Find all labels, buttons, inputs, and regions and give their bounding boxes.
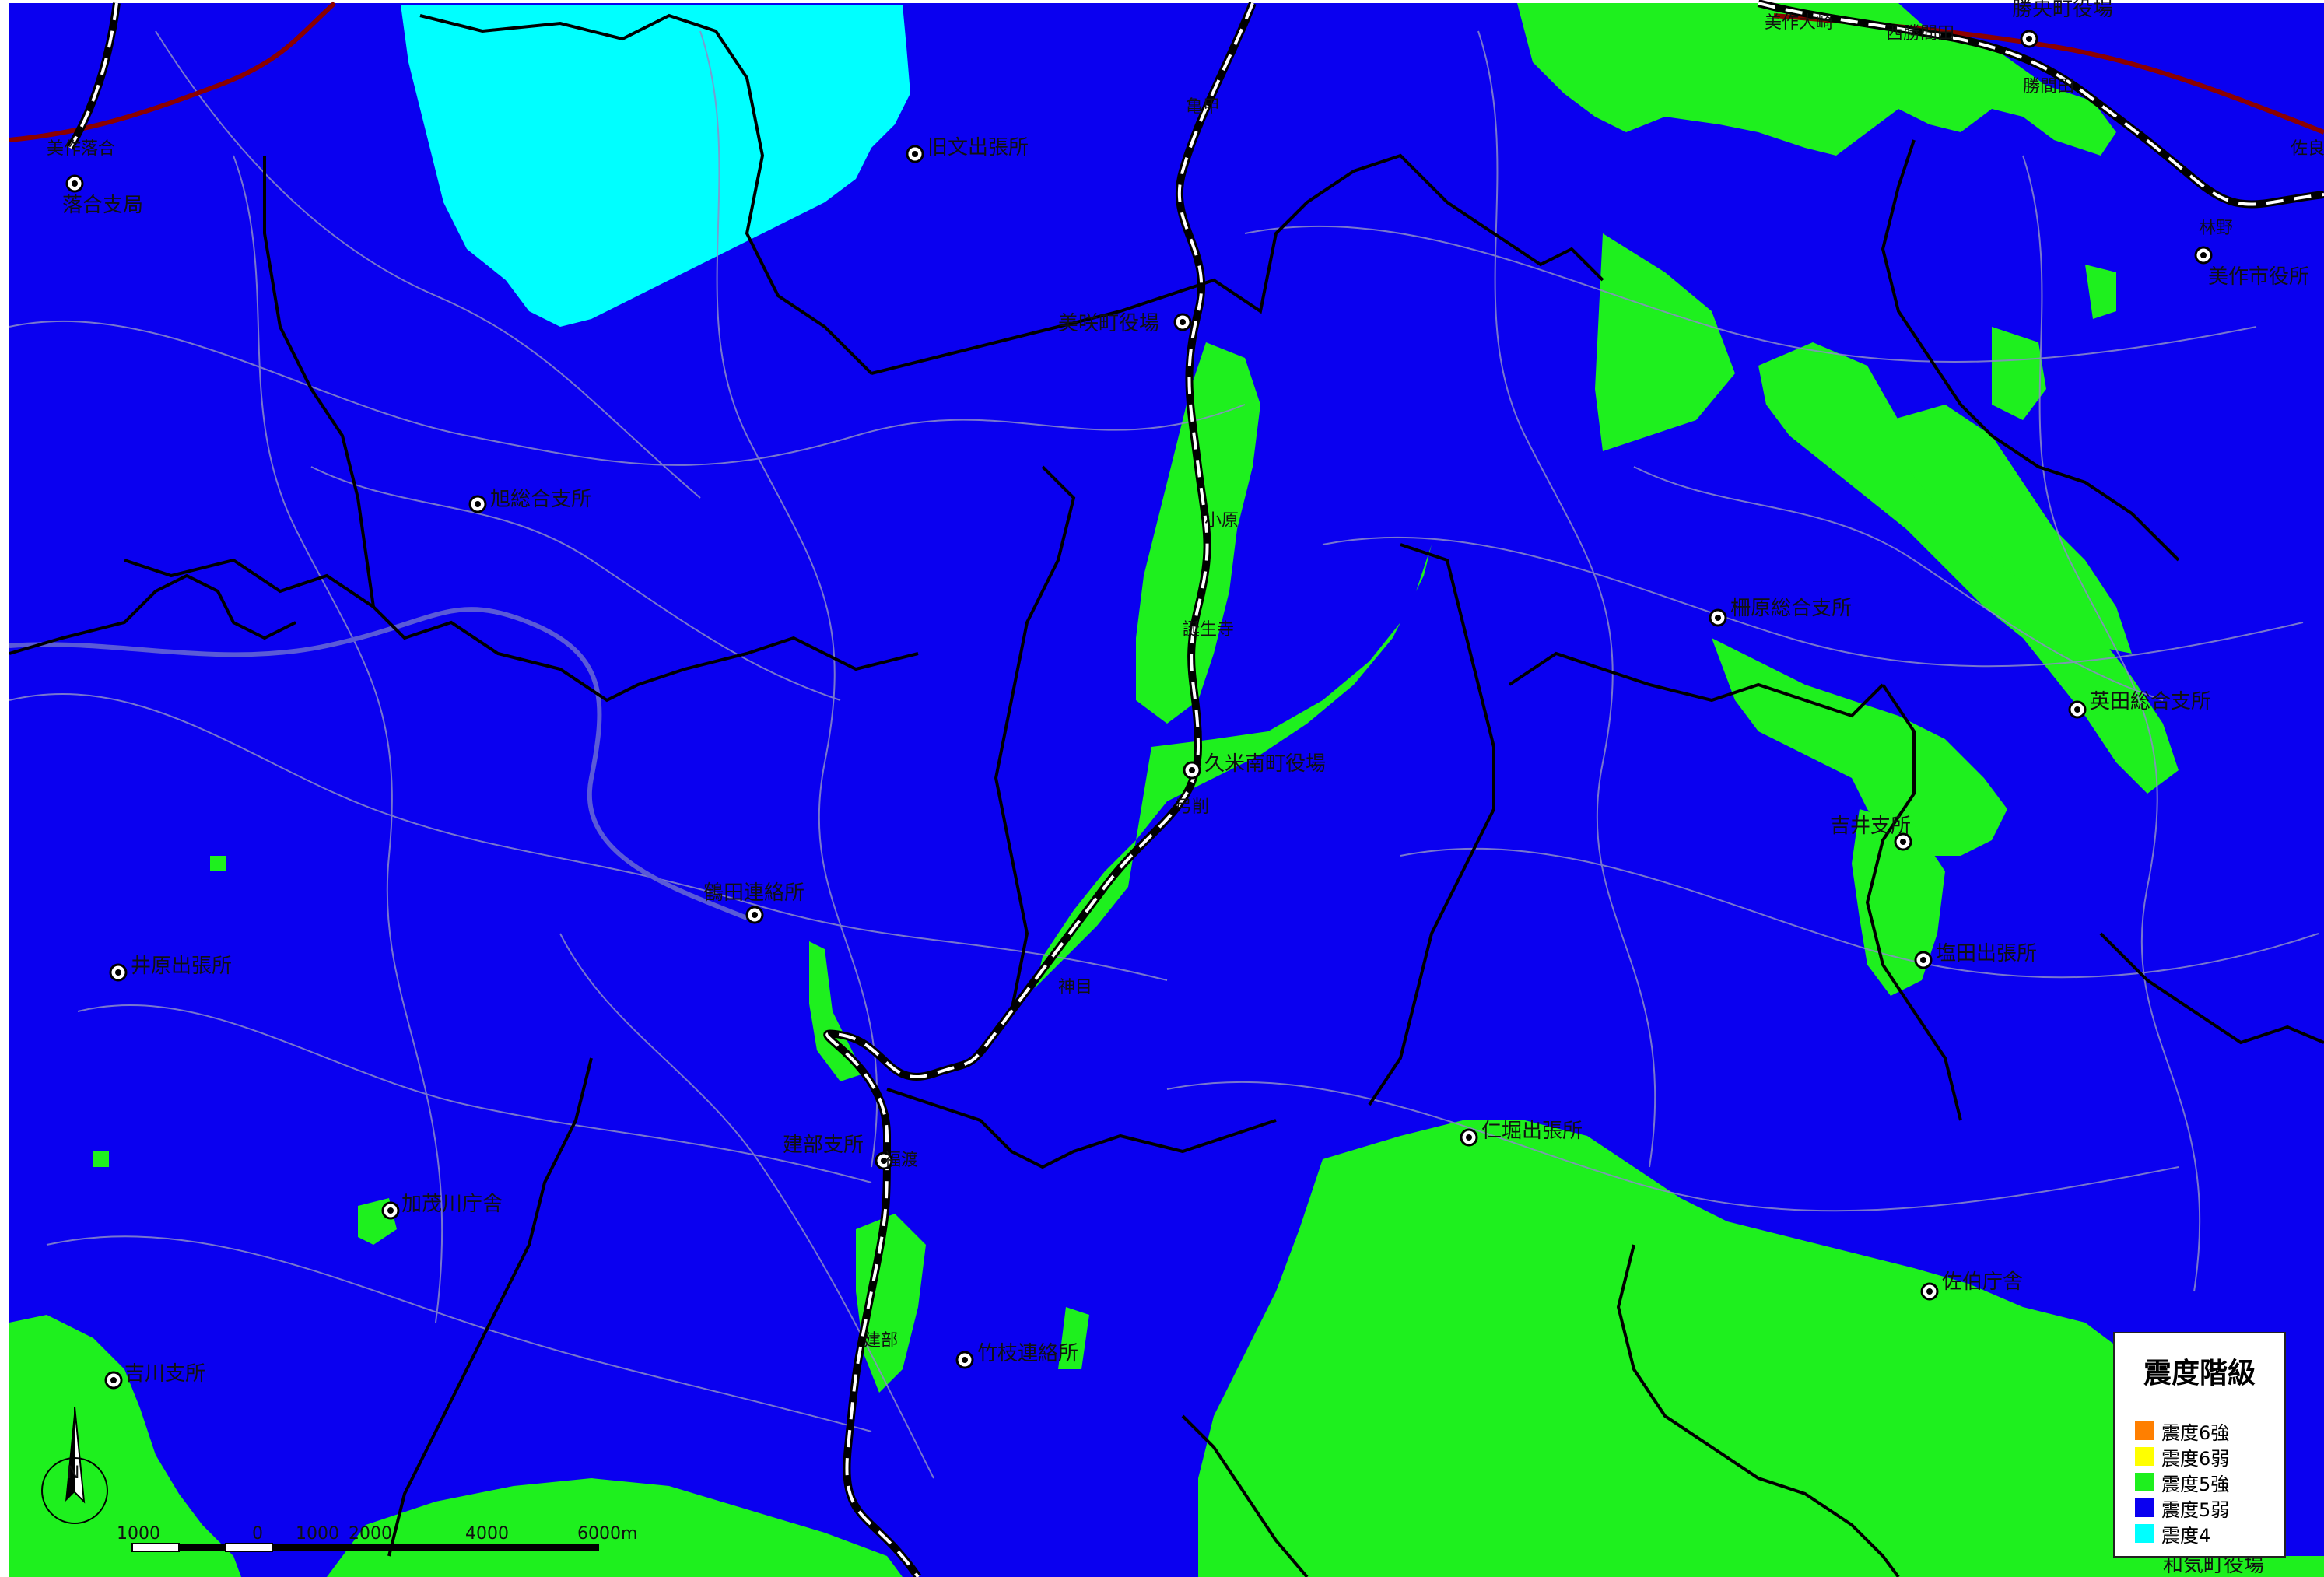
- svg-text:英田総合支所: 英田総合支所: [2090, 690, 2211, 713]
- svg-text:佐伯庁舎: 佐伯庁舎: [1942, 1270, 2023, 1294]
- place-nibori: 仁堀出張所: [1460, 1120, 1583, 1147]
- place-kumenan: 久米南町役場: [1183, 752, 1326, 780]
- railways: [66, 0, 2324, 1577]
- svg-text:2000: 2000: [349, 1524, 392, 1544]
- svg-text:勝央町役場: 勝央町役場: [2012, 0, 2113, 21]
- svg-text:吉川支所: 吉川支所: [124, 1362, 205, 1386]
- legend-item-shindo-5-weak: 震度5弱: [2135, 1496, 2229, 1521]
- north-arrow: N: [41, 1406, 108, 1524]
- svg-text:0: 0: [252, 1524, 263, 1544]
- svg-text:柵原総合支所: 柵原総合支所: [1730, 597, 1852, 620]
- svg-text:6000m: 6000m: [577, 1524, 637, 1544]
- svg-text:美作大崎: 美作大崎: [1765, 13, 1833, 33]
- station-labels: 美作落合 誕生寺 小原 弓削 神目 福渡 建部 亀甲 美作大崎 西勝間田 勝間田…: [47, 13, 2324, 1351]
- place-shoo: 勝央町役場: [2012, 0, 2113, 48]
- place-kikkawa: 吉川支所: [104, 1362, 205, 1390]
- place-ihara: 井原出張所: [109, 955, 232, 982]
- road-network: [9, 30, 2319, 1479]
- svg-text:1000: 1000: [296, 1524, 339, 1544]
- svg-text:加茂川庁舎: 加茂川庁舎: [401, 1193, 503, 1216]
- place-tsuruta: 鶴田連絡所: [703, 881, 804, 924]
- svg-text:建部: 建部: [864, 1331, 898, 1351]
- svg-text:仁堀出張所: 仁堀出張所: [1481, 1120, 1583, 1143]
- legend-title: 震度階級: [2143, 1358, 2256, 1390]
- svg-text:美作落合: 美作落合: [47, 139, 115, 159]
- svg-text:勝間田: 勝間田: [2023, 77, 2074, 96]
- svg-text:井原出張所: 井原出張所: [131, 955, 232, 978]
- svg-text:吉井支所: 吉井支所: [1830, 815, 1911, 838]
- svg-text:4000: 4000: [465, 1524, 509, 1544]
- svg-text:美作市役所: 美作市役所: [2208, 265, 2309, 289]
- place-yoshii: 吉井支所: [1830, 815, 1912, 851]
- svg-text:落合支局: 落合支局: [62, 194, 143, 217]
- municipal-boundaries: [9, 13, 2324, 1577]
- legend-item-shindo-5-strong: 震度5強: [2135, 1470, 2229, 1495]
- legend-swatch: [2135, 1447, 2154, 1466]
- svg-text:N: N: [67, 1463, 79, 1483]
- legend-swatch: [2135, 1524, 2154, 1543]
- svg-text:西勝間田: 西勝間田: [1886, 24, 1954, 44]
- place-shiota: 塩田出張所: [1914, 942, 2037, 969]
- svg-text:美咲町役場: 美咲町役場: [1058, 312, 1159, 335]
- svg-text:亀甲: 亀甲: [1186, 97, 1220, 117]
- svg-text:林野: 林野: [2199, 219, 2233, 238]
- svg-text:福渡: 福渡: [884, 1151, 918, 1170]
- svg-text:旧文出張所: 旧文出張所: [927, 136, 1029, 159]
- svg-text:鶴田連絡所: 鶴田連絡所: [703, 881, 804, 905]
- place-kyumon: 旧文出張所: [906, 136, 1029, 163]
- legend-swatch: [2135, 1473, 2154, 1491]
- svg-text:佐良山: 佐良山: [2291, 139, 2324, 159]
- legend-item-shindo-6-strong: 震度6強: [2135, 1419, 2229, 1444]
- place-misaki: 美咲町役場: [1058, 312, 1192, 335]
- place-aida: 英田総合支所: [2068, 690, 2211, 719]
- legend-swatch: [2135, 1498, 2154, 1517]
- svg-text:建部支所: 建部支所: [783, 1134, 864, 1157]
- svg-text:塩田出張所: 塩田出張所: [1936, 942, 2037, 965]
- place-takebe: 建部支所: [783, 1134, 893, 1170]
- svg-text:誕生寺: 誕生寺: [1183, 620, 1234, 640]
- river: [9, 607, 748, 920]
- place-saeki: 佐伯庁舎: [1920, 1270, 2023, 1301]
- zone-shindo-4: [401, 5, 910, 327]
- svg-text:竹枝連絡所: 竹枝連絡所: [977, 1342, 1078, 1365]
- svg-text:小原: 小原: [1204, 511, 1239, 531]
- intensity-legend: 震度階級 震度6強 震度6弱 震度5強 震度5弱 震度4: [2113, 1332, 2286, 1558]
- place-yanahara: 柵原総合支所: [1709, 597, 1852, 627]
- legend-swatch: [2135, 1421, 2154, 1440]
- place-labels: 落合支局 旭総合支所 鶴田連絡所 井原出張所 加茂川庁舎 吉川支所 建部支所 竹…: [62, 0, 2309, 1577]
- place-wake: 和気町役場: [2163, 1554, 2264, 1577]
- svg-text:旭総合支所: 旭総合支所: [490, 488, 591, 511]
- svg-text:神目: 神目: [1058, 978, 1092, 997]
- legend-item-shindo-6-weak: 震度6弱: [2135, 1445, 2229, 1470]
- svg-text:1000: 1000: [117, 1524, 160, 1544]
- place-ochiai: 落合支局: [62, 174, 143, 217]
- svg-text:久米南町役場: 久米南町役場: [1204, 752, 1326, 776]
- scale-bar: 1000 0 1000 2000 4000 6000m: [117, 1524, 637, 1552]
- place-asahi: 旭総合支所: [468, 488, 591, 513]
- place-mimasaka: 美作市役所: [2194, 246, 2309, 289]
- legend-item-shindo-4: 震度4: [2135, 1522, 2210, 1547]
- svg-text:弓削: 弓削: [1175, 797, 1209, 817]
- place-kamogawa: 加茂川庁舎: [381, 1193, 503, 1220]
- place-takeeda: 竹枝連絡所: [955, 1342, 1078, 1369]
